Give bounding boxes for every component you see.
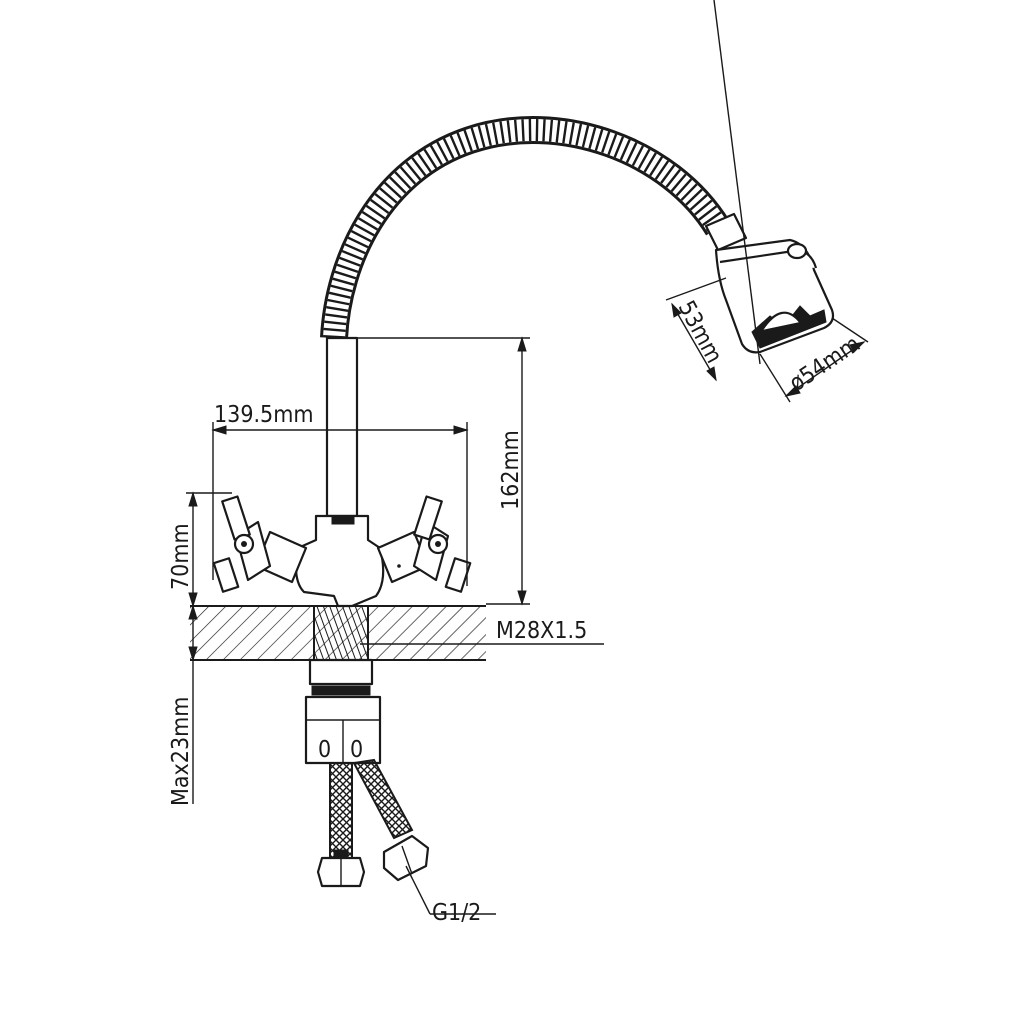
threaded-shank	[308, 605, 374, 696]
dimension-handle-span: 139.5mm	[211, 402, 469, 586]
label-handle-height: 70mm	[168, 523, 194, 590]
dimension-max-thickness: Max23mm	[168, 604, 198, 806]
fixing-nut: 0 0	[304, 695, 382, 765]
supply-hoses	[329, 758, 414, 859]
label-head-length: 53mm	[673, 297, 727, 368]
label-handle-span: 139.5mm	[214, 402, 314, 428]
hose-end-nuts	[316, 834, 430, 888]
label-hose-connection: G1/2	[432, 900, 481, 926]
spray-head	[704, 212, 835, 354]
faucet-body	[212, 495, 472, 608]
spout-tube	[325, 336, 359, 518]
label-head-diameter: ø54mm	[785, 331, 865, 397]
flexible-spout-hose	[320, 116, 730, 339]
label-thread: M28X1.5	[496, 618, 587, 644]
right-nut-mark: 0	[350, 737, 363, 763]
label-spout-height: 162mm	[498, 430, 524, 510]
dimension-thread: M28X1.5	[360, 618, 604, 645]
dimension-handle-height: 70mm	[168, 491, 232, 608]
left-nut-mark: 0	[318, 737, 331, 763]
dimension-spout-height: 162mm	[357, 336, 530, 606]
callout-hose-connection: G1/2	[405, 865, 496, 926]
label-max-thickness: Max23mm	[168, 697, 194, 806]
